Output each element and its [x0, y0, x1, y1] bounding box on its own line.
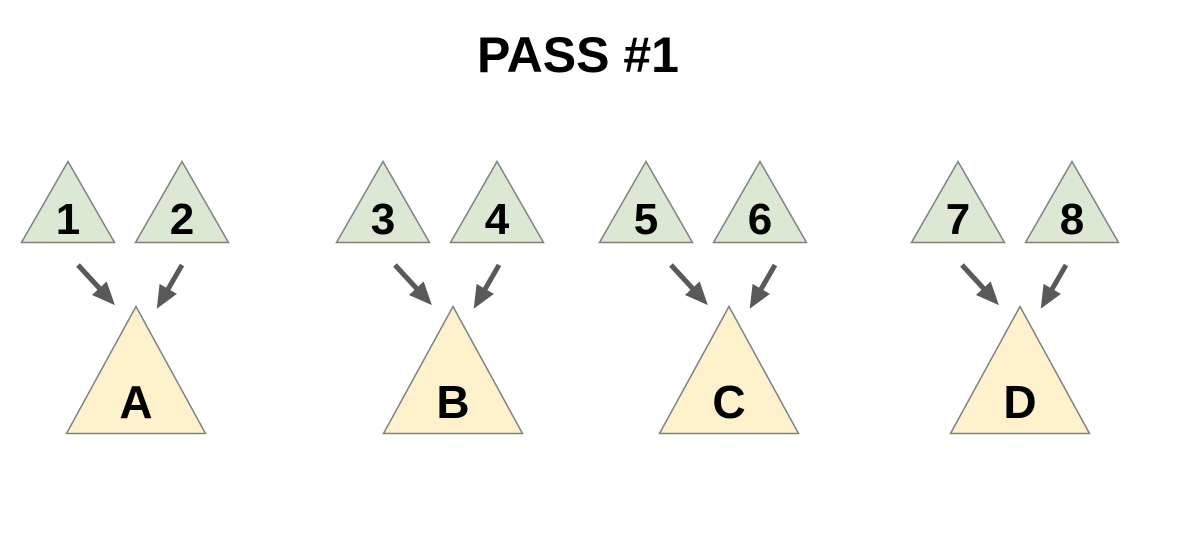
input-triangle-4: 4 [449, 160, 545, 244]
page-title: PASS #1 [477, 27, 679, 83]
input-label: 2 [169, 195, 195, 244]
input-label: 4 [484, 195, 510, 244]
output-triangle-d: D [949, 305, 1091, 435]
merge-group-a: 1 2 A [20, 155, 260, 445]
output-triangle-b: B [382, 305, 524, 435]
output-triangle-c: C [658, 305, 800, 435]
output-label: B [436, 376, 470, 428]
arrow-down-right-icon [960, 263, 999, 306]
input-triangle-6: 6 [712, 160, 808, 244]
input-label: 5 [633, 195, 659, 244]
output-label: A [119, 376, 153, 428]
input-triangle-3: 3 [335, 160, 431, 244]
arrow-down-left-icon [473, 263, 502, 309]
output-label: C [712, 376, 746, 428]
merge-group-d: 7 8 D [910, 155, 1150, 445]
arrow-down-right-icon [669, 263, 708, 306]
input-label: 6 [747, 195, 773, 244]
arrow-down-right-icon [76, 263, 115, 306]
arrow-down-right-icon [393, 263, 432, 306]
input-label: 7 [945, 195, 971, 244]
input-triangle-2: 2 [134, 160, 230, 244]
input-triangle-5: 5 [598, 160, 694, 244]
input-label: 3 [370, 195, 396, 244]
arrow-down-left-icon [749, 263, 778, 309]
arrow-down-left-icon [1040, 263, 1069, 309]
merge-group-b: 3 4 B [335, 155, 575, 445]
input-triangle-1: 1 [20, 160, 116, 244]
input-triangle-7: 7 [910, 160, 1006, 244]
arrow-down-left-icon [156, 263, 185, 309]
merge-group-c: 5 6 C [598, 155, 838, 445]
output-triangle-a: A [65, 305, 207, 435]
output-label: D [1003, 376, 1037, 428]
input-label: 1 [55, 195, 81, 244]
input-label: 8 [1059, 195, 1085, 244]
input-triangle-8: 8 [1024, 160, 1120, 244]
